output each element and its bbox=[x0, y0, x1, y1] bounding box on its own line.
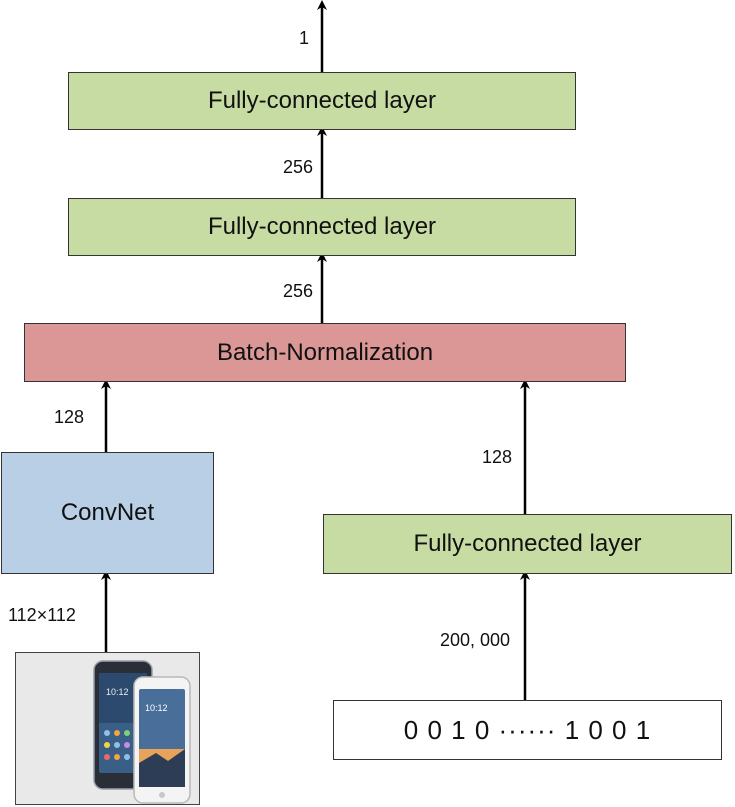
convnet-block: ConvNet bbox=[1, 452, 214, 574]
fc-layer-top-label: Fully-connected layer bbox=[207, 87, 437, 114]
label-bn-to-fc-mid: 256 bbox=[283, 281, 314, 301]
convnet-label: ConvNet bbox=[60, 499, 155, 526]
batch-normalization-label: Batch-Normalization bbox=[216, 338, 434, 366]
phone-image: 10:12 10:12 bbox=[15, 652, 200, 805]
label-fc-mid-to-fc-top: 256 bbox=[283, 157, 314, 177]
fc-layer-middle-label: Fully-connected layer bbox=[207, 213, 437, 240]
bit-vector-input: 0 0 1 0 ······ 1 0 0 1 bbox=[333, 700, 722, 760]
fc-layer-right-label: Fully-connected layer bbox=[413, 530, 642, 557]
batch-normalization-layer: Batch-Normalization bbox=[24, 323, 626, 382]
label-bits-to-fc-right: 200, 000 bbox=[440, 630, 511, 650]
svg-text:10:12: 10:12 bbox=[106, 687, 129, 697]
label-fc-right-to-bn: 128 bbox=[482, 447, 513, 467]
bit-vector-label: 0 0 1 0 ······ 1 0 0 1 bbox=[403, 714, 652, 745]
svg-text:10:12: 10:12 bbox=[145, 703, 168, 713]
label-convnet-to-bn: 128 bbox=[54, 407, 85, 427]
fc-layer-middle: Fully-connected layer bbox=[68, 198, 576, 256]
fc-layer-right: Fully-connected layer bbox=[323, 514, 732, 574]
fc-layer-top: Fully-connected layer bbox=[68, 72, 576, 130]
label-image-size: 112×112 bbox=[8, 605, 76, 625]
label-output: 1 bbox=[299, 28, 310, 48]
phone-illustration: 10:12 10:12 bbox=[93, 660, 191, 804]
